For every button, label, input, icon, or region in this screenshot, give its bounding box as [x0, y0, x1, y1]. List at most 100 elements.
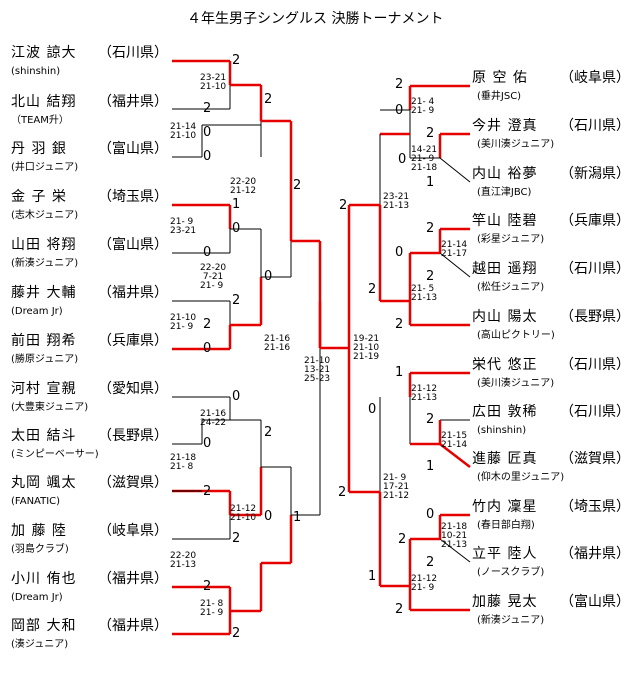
- player-prefecture: （岐阜県）: [560, 70, 630, 86]
- player-club: (shinshin): [477, 425, 527, 436]
- game-score: 2: [293, 178, 302, 193]
- player-club: (松任ジュニア): [477, 282, 545, 293]
- set-score: 21- 9 23-21: [170, 217, 197, 236]
- player-prefecture: （石川県）: [560, 357, 630, 373]
- player-club: (FANATIC): [11, 496, 61, 507]
- set-score: 21-14 21-10: [170, 122, 197, 141]
- game-score: 0: [203, 149, 212, 164]
- winner-bracket-line: [439, 443, 471, 468]
- game-score: 2: [264, 425, 273, 440]
- player-name: 藤井 大輔: [11, 285, 77, 301]
- player-club: (志木ジュニア): [11, 210, 79, 221]
- set-score: 21-16 21-16: [264, 334, 291, 353]
- player-name: 今井 澄真: [472, 118, 538, 134]
- player-club: (湊ジュニア): [11, 639, 69, 650]
- player-club: (ノースクラブ): [477, 567, 545, 578]
- player-club: (高山ピクトリー): [477, 330, 555, 341]
- set-score: 22-20 7-21 21- 9: [200, 263, 227, 291]
- game-score: 0: [203, 341, 212, 356]
- player-name: 竿山 陸碧: [472, 213, 538, 229]
- game-score: 0: [395, 103, 404, 118]
- player-name: 越田 遥翔: [472, 261, 538, 277]
- player-name: 内山 裕夢: [472, 166, 538, 182]
- player-name: 太田 結斗: [11, 428, 77, 444]
- player-club: (shinshin): [11, 66, 61, 77]
- game-score: 0: [264, 269, 273, 284]
- player-club: (直江津JBC): [477, 187, 532, 198]
- game-score: 2: [395, 317, 404, 332]
- player-club: (新湊ジュニア): [11, 258, 79, 269]
- player-name: 小川 侑也: [11, 571, 77, 587]
- game-score: 2: [232, 531, 241, 546]
- bracket-line: [439, 157, 471, 183]
- player-prefecture: （富山県）: [560, 594, 630, 610]
- set-score: 21-15 21-14: [441, 431, 468, 450]
- player-prefecture: （埼玉県）: [98, 189, 168, 205]
- player-club: (垂井JSC): [477, 91, 522, 102]
- set-score: 19-21 21-10 21-19: [353, 334, 380, 362]
- set-score: 21-10 13-21 25-23: [304, 356, 331, 384]
- game-score: 0: [395, 245, 404, 260]
- game-score: 2: [203, 579, 212, 594]
- game-score: 2: [338, 485, 347, 500]
- player-club: (大豊東ジュニア): [11, 402, 89, 413]
- player-name: 河村 宣親: [11, 381, 77, 397]
- set-score: 21-12 21- 9: [411, 574, 438, 593]
- game-score: 1: [232, 197, 241, 212]
- game-score: 2: [264, 92, 273, 107]
- player-prefecture: （兵庫県）: [98, 333, 168, 349]
- player-club: (仰木の里ジュニア): [477, 472, 565, 483]
- player-prefecture: （福井県）: [98, 618, 168, 634]
- game-score: 1: [368, 569, 377, 584]
- game-score: 2: [426, 269, 435, 284]
- player-prefecture: （長野県）: [98, 428, 168, 444]
- set-score: 21-12 21-13: [411, 384, 438, 403]
- player-name: 山田 将翔: [11, 237, 77, 253]
- player-name: 竹内 凜星: [472, 499, 538, 515]
- set-score: 23-21 21-10: [200, 73, 227, 92]
- page-title: ４年生男子シングルス 決勝トーナメント: [187, 11, 444, 27]
- player-name: 立平 陸人: [472, 546, 538, 562]
- player-name: 原 空 佑: [472, 70, 528, 86]
- player-prefecture: （愛知県）: [98, 381, 168, 397]
- player-club: （TEAM升）: [11, 115, 69, 126]
- player-prefecture: （新潟県）: [560, 166, 630, 182]
- player-prefecture: （福井県）: [98, 94, 168, 110]
- player-club: (勝原ジュニア): [11, 354, 79, 365]
- player-club: (美川湊ジュニア): [477, 378, 555, 389]
- player-prefecture: （石川県）: [560, 118, 630, 134]
- game-score: 1: [395, 365, 404, 380]
- game-score: 2: [426, 412, 435, 427]
- game-score: 0: [203, 125, 212, 140]
- game-score: 2: [426, 126, 435, 141]
- player-name: 内山 陽太: [472, 309, 538, 325]
- player-prefecture: （石川県）: [560, 261, 630, 277]
- game-score: 2: [395, 77, 404, 92]
- player-name: 岡部 大和: [11, 618, 77, 634]
- player-name: 金 子 栄: [11, 189, 67, 205]
- set-score: 21-16 24-22: [200, 409, 227, 428]
- game-score: 0: [232, 389, 241, 404]
- game-score: 2: [203, 484, 212, 499]
- player-prefecture: （石川県）: [98, 45, 168, 61]
- game-score: 1: [426, 459, 435, 474]
- player-name: 前田 翔希: [11, 333, 77, 349]
- player-name: 丸岡 颯太: [11, 475, 77, 491]
- player-prefecture: （富山県）: [98, 237, 168, 253]
- game-score: 2: [203, 317, 212, 332]
- set-score: 21- 4 21- 9: [411, 97, 435, 116]
- player-name: 丹 羽 銀: [11, 141, 67, 157]
- player-name: 加藤 晃太: [472, 594, 538, 610]
- set-score: 23-21 21-13: [383, 192, 410, 211]
- player-prefecture: （滋賀県）: [560, 451, 630, 467]
- game-score: 2: [232, 53, 241, 68]
- bracket-line: [439, 252, 471, 278]
- game-score: 2: [368, 282, 377, 297]
- bracket-line: [439, 538, 471, 563]
- player-club: (新湊ジュニア): [477, 615, 545, 626]
- player-name: 江波 諒大: [11, 45, 77, 61]
- set-score: 22-20 21-12: [230, 177, 257, 196]
- player-club: (ミンピーベーサー): [11, 449, 99, 460]
